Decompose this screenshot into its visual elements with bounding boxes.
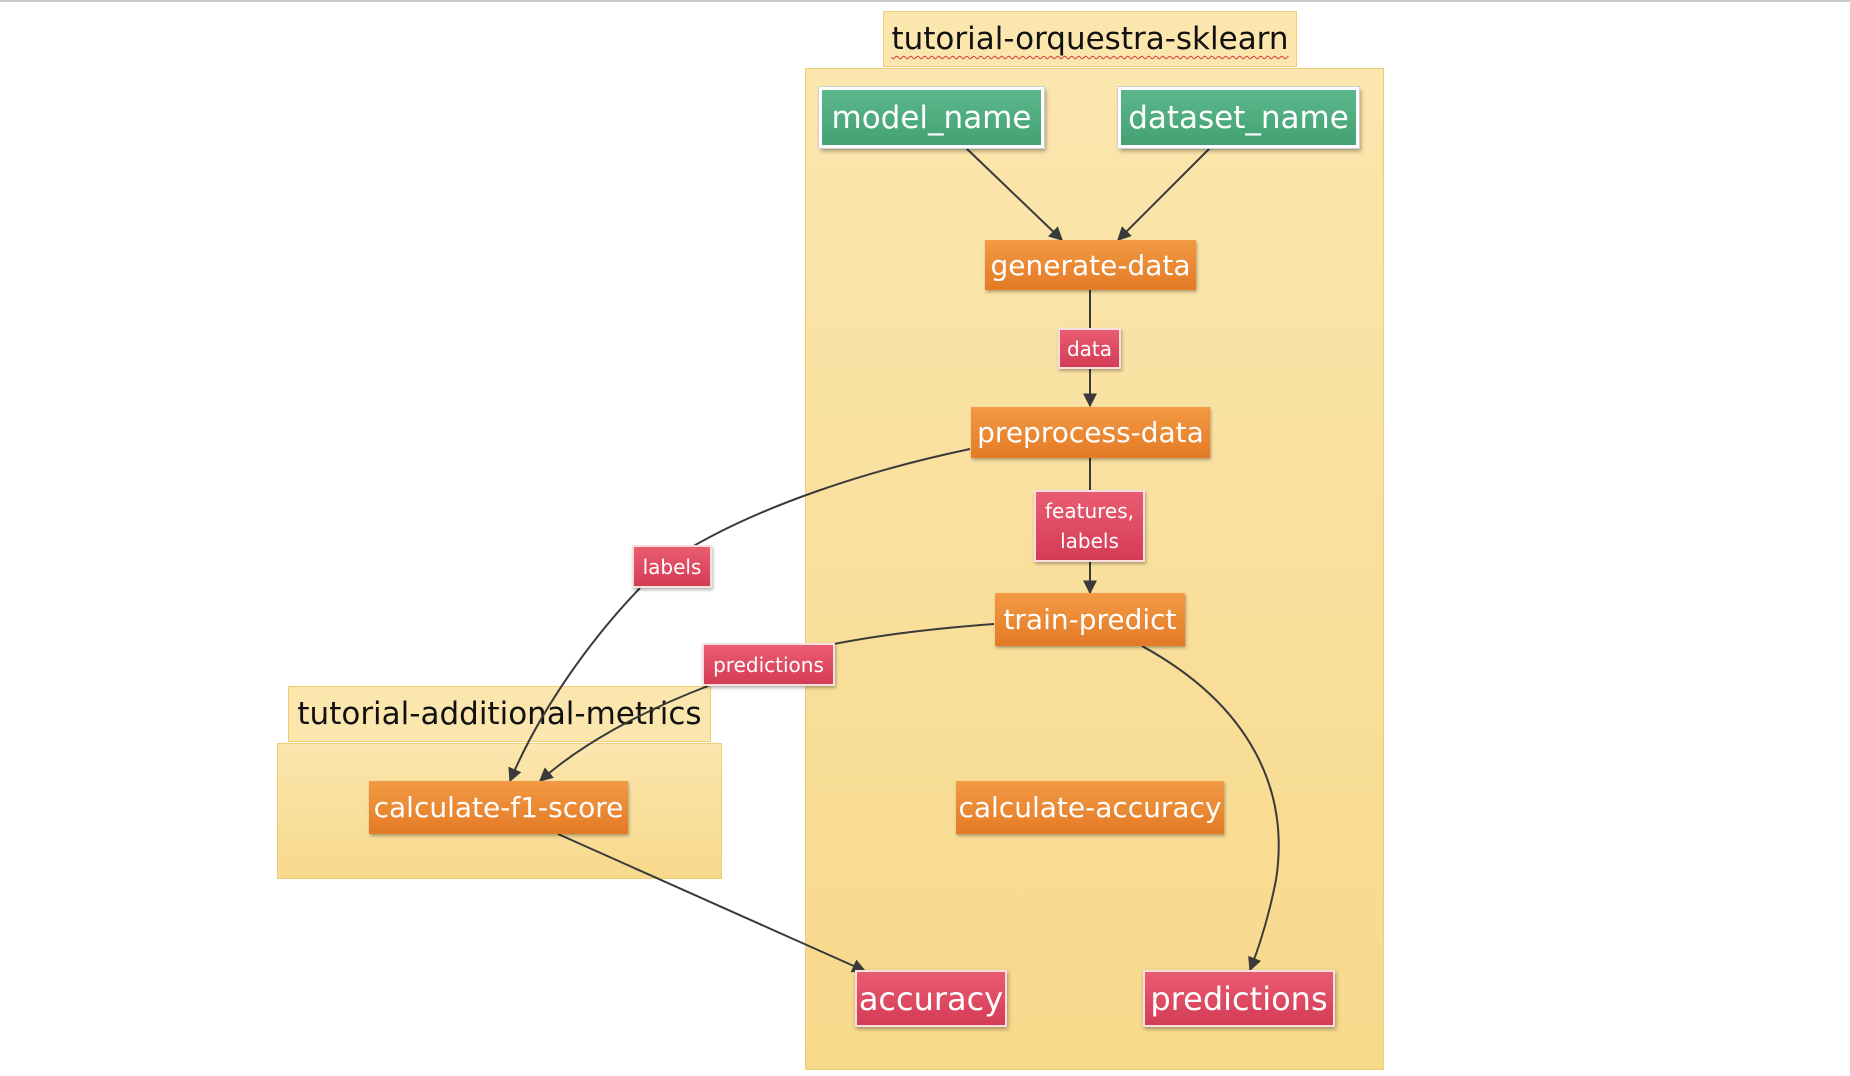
edge-preprocess-data-to-labels [679, 448, 971, 555]
calculate-f1-score-label: calculate-f1-score [373, 791, 624, 824]
calculate-accuracy-label: calculate-accuracy [958, 791, 1222, 824]
sklearn-workflow-title-text: tutorial-orquestra-sklearn [891, 21, 1289, 57]
accuracy-output-label: accuracy [858, 979, 1004, 1018]
predictions-edge-text: predictions [713, 652, 824, 677]
predictions-artifact-label: predictions [702, 643, 835, 686]
generate-data-label: generate-data [990, 248, 1191, 282]
metrics-workflow-title: tutorial-additional-metrics [288, 686, 711, 742]
model-name-label: model_name [831, 99, 1032, 136]
data-artifact-text: data [1066, 336, 1113, 361]
dataset-name-input-node: dataset_name [1118, 87, 1359, 148]
data-artifact-label: data [1058, 328, 1121, 369]
labels-artifact-text: labels [1060, 529, 1119, 553]
labels-edge-text: labels [642, 554, 702, 579]
edge-train-predict-to-predictions-output [1141, 645, 1280, 972]
calculate-accuracy-step-node: calculate-accuracy [956, 781, 1224, 834]
edge-labels-to-calculate-f1-score [508, 587, 641, 783]
edge-dataset-name-to-generate-data [1117, 147, 1211, 241]
edge-calculate-f1-score-to-accuracy [557, 833, 867, 973]
accuracy-output-node: accuracy [855, 970, 1007, 1027]
model-name-input-node: model_name [819, 87, 1044, 148]
edge-train-predict-to-predictions-label [833, 623, 995, 645]
predictions-output-node: predictions [1143, 970, 1335, 1027]
preprocess-data-step-node: preprocess-data [971, 407, 1210, 458]
predictions-output-label: predictions [1150, 979, 1328, 1018]
calculate-f1-score-step-node: calculate-f1-score [369, 781, 628, 834]
features-artifact-text: features, [1045, 499, 1134, 523]
features-labels-artifact-label: features, labels [1034, 490, 1145, 562]
generate-data-step-node: generate-data [985, 240, 1196, 290]
sklearn-workflow-title: tutorial-orquestra-sklearn [883, 11, 1297, 67]
train-predict-label: train-predict [1003, 603, 1177, 636]
sklearn-workflow-panel [805, 68, 1384, 1070]
metrics-workflow-title-text: tutorial-additional-metrics [297, 696, 702, 732]
top-border [0, 0, 1850, 2]
dataset-name-label: dataset_name [1128, 99, 1349, 136]
preprocess-data-label: preprocess-data [977, 416, 1204, 449]
edge-model-name-to-generate-data [965, 147, 1064, 241]
train-predict-step-node: train-predict [995, 593, 1185, 646]
labels-artifact-label: labels [632, 545, 712, 588]
edge-predictions-label-to-calculate-f1-score [538, 685, 709, 782]
